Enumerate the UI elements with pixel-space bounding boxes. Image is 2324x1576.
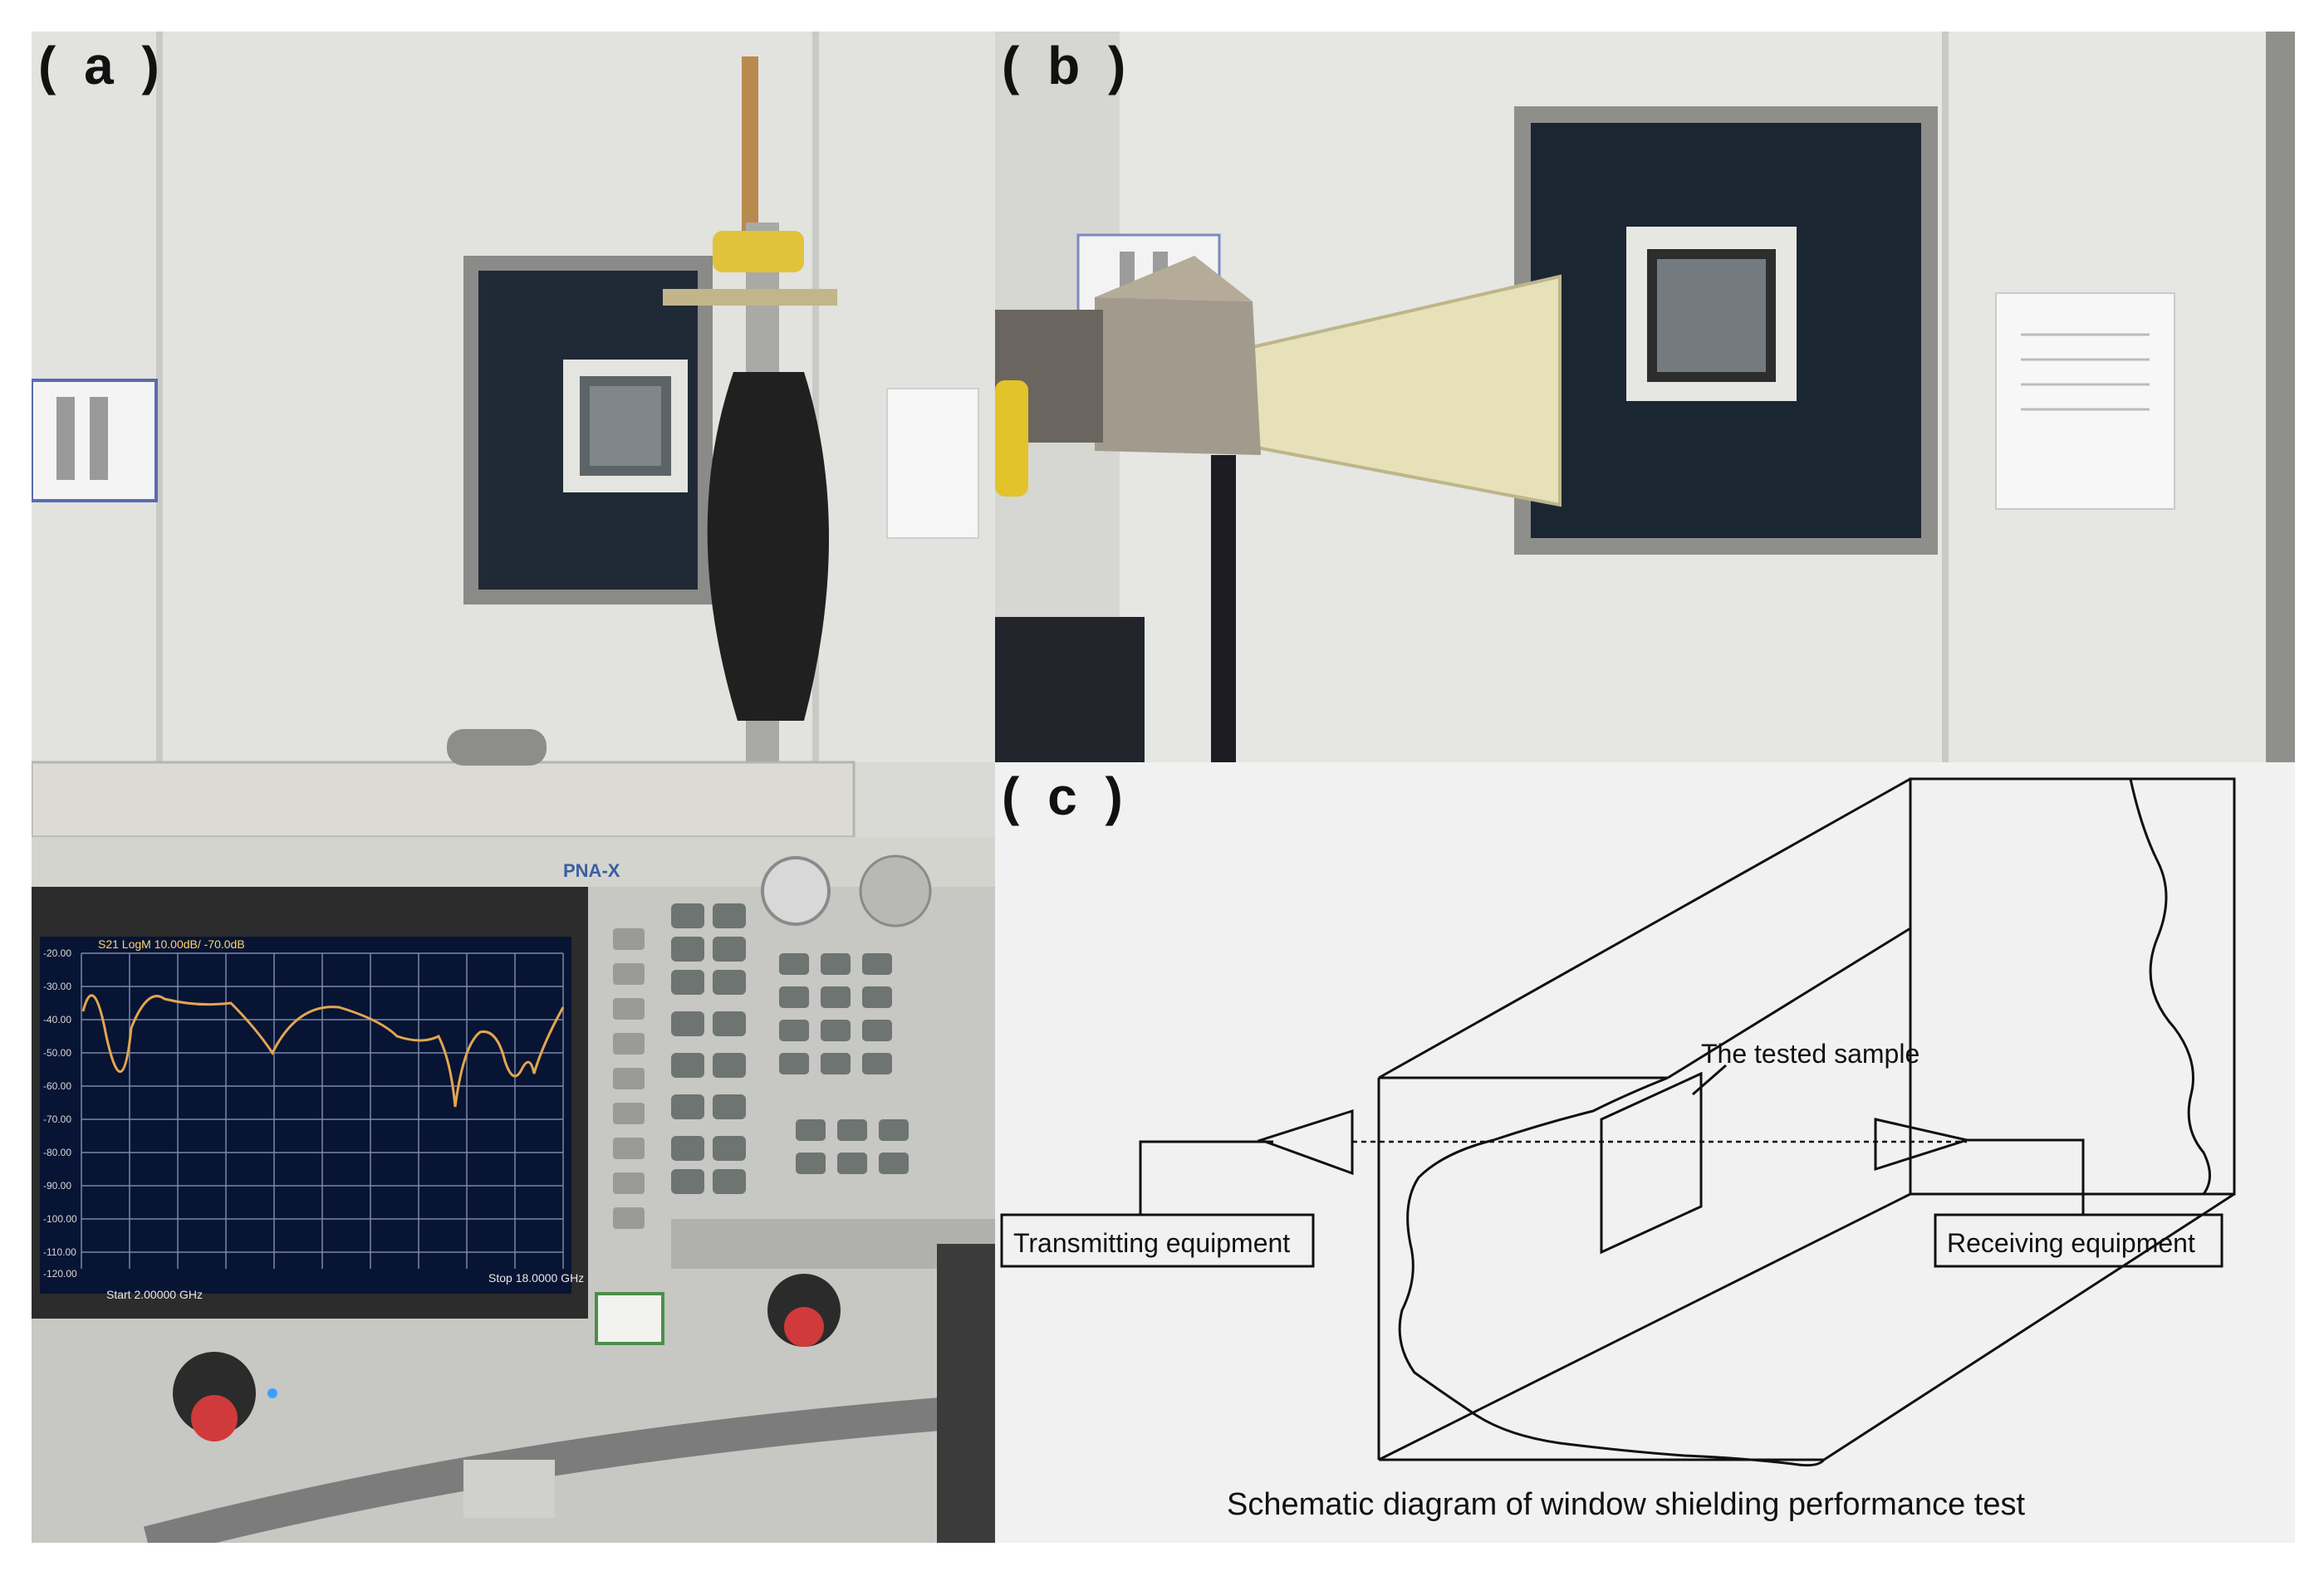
box-back-face bbox=[1909, 777, 2236, 1196]
photo-panel-b: ( b ) bbox=[995, 32, 2295, 762]
photo-a-illustration: PNA-X S21 LogM 10.0 bbox=[32, 32, 995, 1543]
svg-text:-70.00: -70.00 bbox=[43, 1113, 71, 1125]
analyzer-brand: PNA-X bbox=[563, 860, 620, 881]
schematic-diagram: Transmitting equipment Receiving equipme… bbox=[1000, 777, 2236, 1522]
cut-edge-front bbox=[1398, 1076, 1826, 1467]
photo-panel-a: PNA-X S21 LogM 10.0 bbox=[32, 32, 995, 1543]
svg-text:-40.00: -40.00 bbox=[43, 1014, 71, 1025]
diagram-caption: Schematic diagram of window shielding pe… bbox=[1227, 1487, 2025, 1522]
svg-text:-30.00: -30.00 bbox=[43, 981, 71, 992]
analyzer-y-ticks: -20.00 -30.00 -40.00 -50.00 -60.00 -70.0… bbox=[43, 947, 77, 1280]
tested-sample-label: The tested sample bbox=[1701, 1039, 1920, 1069]
svg-text:-60.00: -60.00 bbox=[43, 1080, 71, 1092]
receiving-equipment-box bbox=[1934, 1213, 2223, 1268]
panel-c-label: ( c ) bbox=[1002, 766, 1130, 826]
analyzer-softkeys bbox=[613, 928, 645, 1229]
photo-b-illustration bbox=[995, 32, 2295, 762]
analyzer-knob bbox=[761, 856, 831, 926]
transmitting-equipment-box bbox=[1000, 1213, 1315, 1268]
transmitting-equipment-label: Transmitting equipment bbox=[1013, 1228, 1290, 1258]
schematic-panel-c: Transmitting equipment Receiving equipme… bbox=[995, 762, 2295, 1543]
analyzer-trace bbox=[81, 994, 565, 1108]
calibration-sticker bbox=[595, 1292, 664, 1345]
panel-b-label: ( b ) bbox=[1002, 36, 1133, 95]
svg-text:-110.00: -110.00 bbox=[43, 1246, 76, 1258]
receiving-equipment-label: Receiving equipment bbox=[1947, 1228, 2195, 1258]
analyzer-nav-pad bbox=[859, 854, 932, 927]
analyzer-trace-label: S21 LogM 10.00dB/ -70.0dB bbox=[98, 937, 245, 951]
svg-text:-90.00: -90.00 bbox=[43, 1180, 71, 1192]
cut-edge-right bbox=[2129, 778, 2211, 1195]
analyzer-start-label: Start 2.00000 GHz bbox=[106, 1288, 203, 1301]
svg-text:-100.00: -100.00 bbox=[43, 1213, 77, 1225]
svg-text:-80.00: -80.00 bbox=[43, 1147, 71, 1158]
svg-text:-50.00: -50.00 bbox=[43, 1047, 71, 1059]
transmitting-antenna bbox=[1257, 1109, 1354, 1176]
analyzer-keypad bbox=[671, 903, 909, 1194]
receiving-antenna bbox=[1874, 1118, 1972, 1172]
svg-text:-20.00: -20.00 bbox=[43, 947, 71, 959]
analyzer-grid bbox=[81, 952, 564, 1269]
panel-a-label: ( a ) bbox=[38, 36, 166, 95]
analyzer-stop-label: Stop 18.0000 GHz bbox=[488, 1271, 584, 1285]
tested-sample bbox=[1600, 1071, 1703, 1255]
svg-text:-120.00: -120.00 bbox=[43, 1268, 77, 1280]
